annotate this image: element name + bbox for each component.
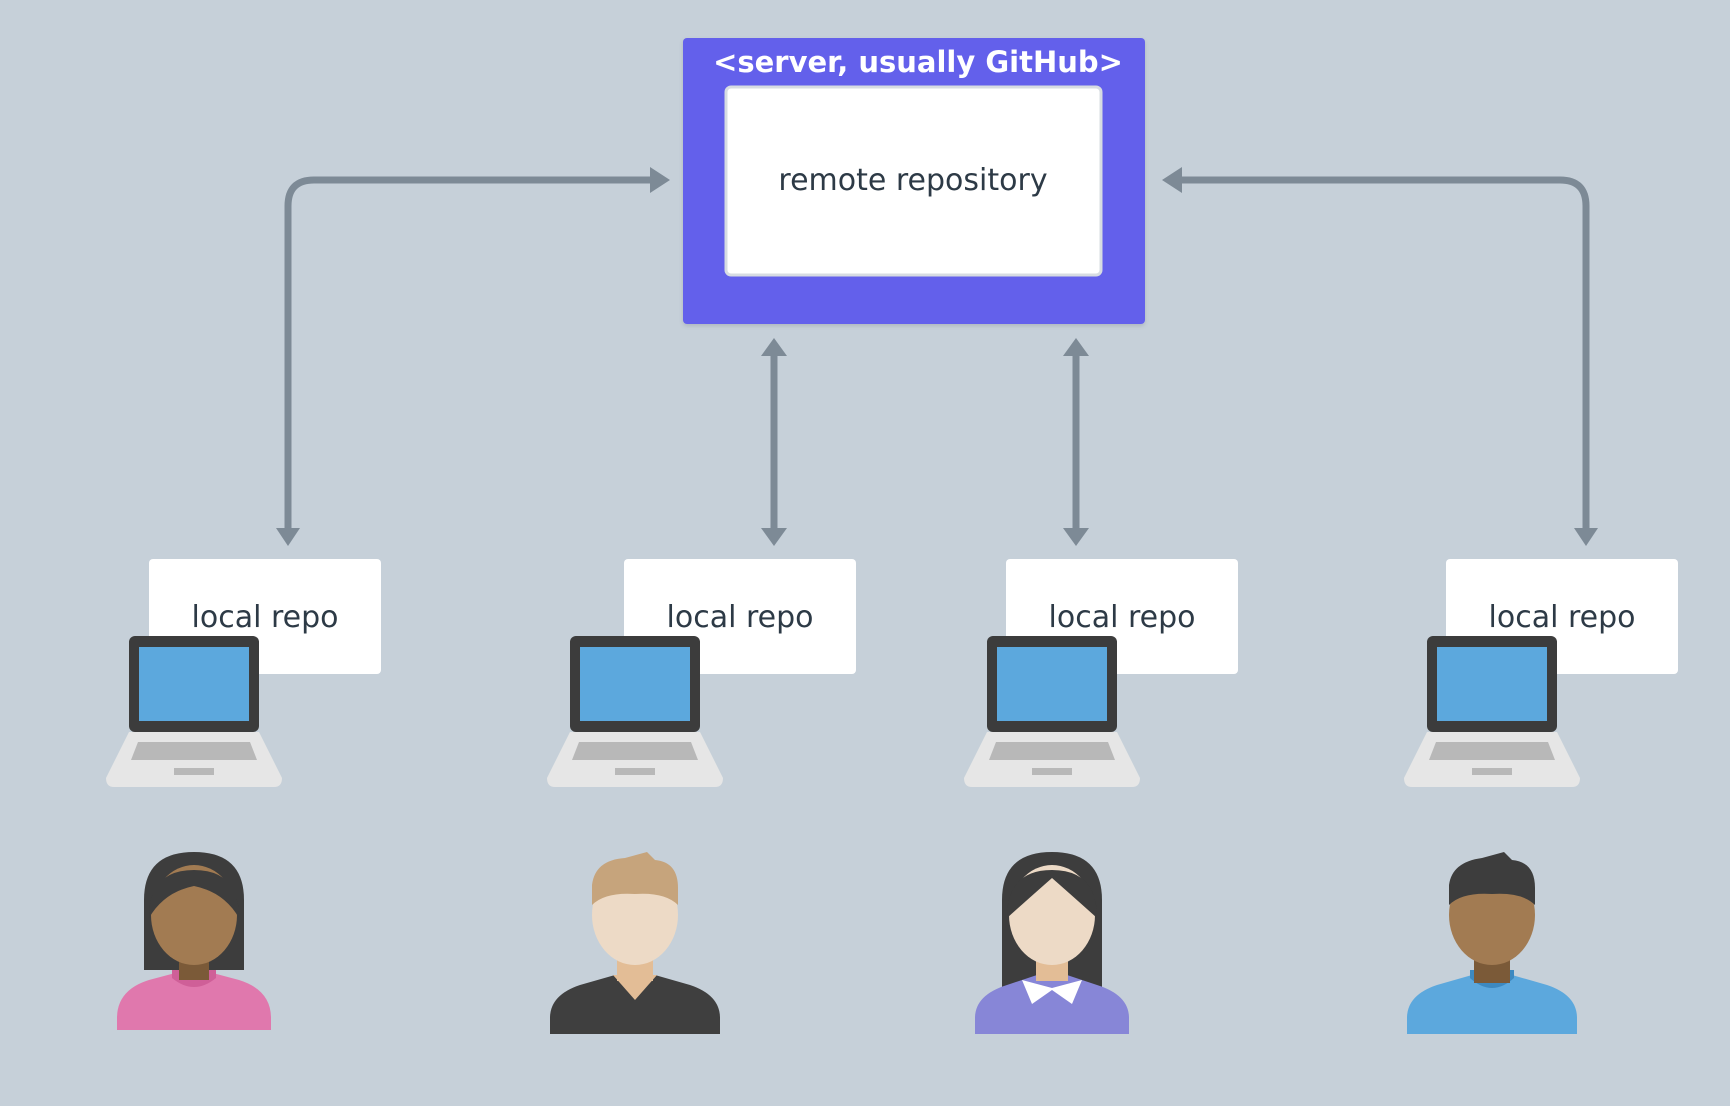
arrow-right-outer <box>1162 167 1598 546</box>
local-repo-label: local repo <box>1489 600 1636 635</box>
local-repo-label: local repo <box>1049 600 1196 635</box>
edge-strip <box>1730 0 1732 1106</box>
local-repo-label: local repo <box>192 600 339 635</box>
laptop-icon <box>106 636 282 787</box>
user-avatar-2 <box>550 852 720 1034</box>
local-repo-4: local repo <box>1404 559 1678 787</box>
server-box: <server, usually GitHub> remote reposito… <box>683 38 1145 324</box>
remote-repository-box <box>724 85 1103 277</box>
local-repo-2: local repo <box>547 559 856 787</box>
remote-repository-label: remote repository <box>778 163 1047 198</box>
local-repo-label: local repo <box>667 600 814 635</box>
arrow-center-right <box>1063 338 1089 546</box>
laptop-icon <box>547 636 723 787</box>
laptop-icon <box>964 636 1140 787</box>
laptop-icon <box>1404 636 1580 787</box>
sync-arrows <box>276 167 1598 546</box>
local-repo-3: local repo <box>964 559 1238 787</box>
server-title: <server, usually GitHub> <box>713 45 1123 79</box>
user-avatar-3 <box>975 852 1129 1034</box>
arrow-left-outer <box>276 167 670 546</box>
arrow-center-left <box>761 338 787 546</box>
local-repo-1: local repo <box>106 559 381 787</box>
user-avatar-4 <box>1407 852 1577 1034</box>
user-avatar-1 <box>117 852 271 1030</box>
